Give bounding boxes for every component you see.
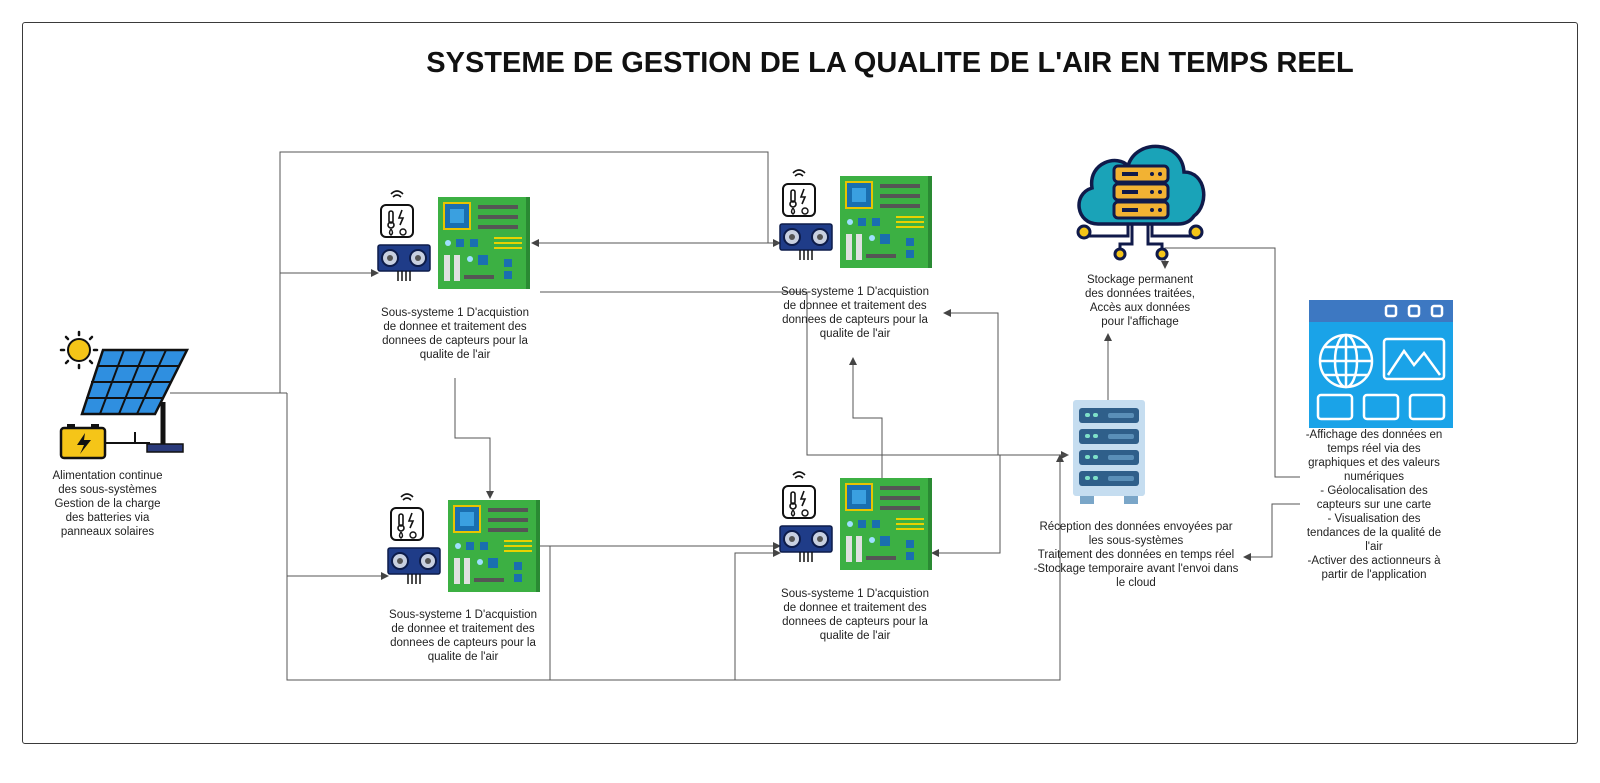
connector-tl-to-server bbox=[540, 291, 1069, 459]
connector-bottom-loop bbox=[286, 454, 1064, 681]
connector-app-to-server bbox=[1243, 503, 1300, 561]
server-rack-icon bbox=[1073, 400, 1145, 504]
diagram-frame bbox=[22, 22, 1578, 744]
sensor-board-icon bbox=[387, 493, 540, 592]
circuit-board bbox=[840, 478, 932, 570]
subsystem-top-left bbox=[377, 190, 538, 294]
power-label: Alimentation continue des sous-systèmes … bbox=[52, 470, 163, 538]
sensor-board-icon bbox=[779, 471, 932, 570]
cloud-server-icon bbox=[1076, 144, 1206, 261]
sensor-module bbox=[779, 471, 833, 562]
subsystem-bottom-right-label: Sous-systeme 1 D'acquistion de donnee et… bbox=[781, 588, 929, 642]
subsystem-top-right bbox=[779, 169, 940, 273]
connector-power-top-left bbox=[279, 269, 379, 290]
sensor-module bbox=[377, 190, 431, 281]
connector-bl-loop bbox=[549, 546, 780, 680]
circuit-board bbox=[448, 500, 540, 592]
connector-tl-to-bl bbox=[454, 378, 494, 499]
circuit-board bbox=[438, 197, 530, 289]
subsystem-bottom-left-label: Sous-systeme 1 D'acquistion de donnee et… bbox=[389, 609, 537, 663]
subsystem-bottom-left bbox=[387, 493, 548, 597]
subsystem-top-left-label: Sous-systeme 1 D'acquistion de donnee et… bbox=[381, 307, 529, 361]
sensor-module bbox=[387, 493, 441, 584]
connector-server-to-br bbox=[931, 455, 1001, 557]
subsystem-top-right-label: Sous-systeme 1 D'acquistion de donnee et… bbox=[781, 286, 929, 340]
diagram-title: SYSTEME DE GESTION DE LA QUALITE DE L'AI… bbox=[426, 47, 1354, 79]
app-label: -Affichage des données en temps réel via… bbox=[1305, 429, 1443, 581]
subsystem-bottom-right bbox=[779, 471, 940, 575]
connector-br-to-tr bbox=[849, 357, 883, 478]
sensor-module bbox=[779, 169, 833, 260]
circuit-board bbox=[840, 176, 932, 268]
cloud-label: Stockage permanent des données traitées,… bbox=[1085, 274, 1195, 328]
connector-server-to-tr bbox=[943, 309, 1068, 456]
server-label: Réception des données envoyées par les s… bbox=[1033, 521, 1239, 589]
web-app-window-icon bbox=[1309, 300, 1453, 428]
sensor-board-icon bbox=[377, 190, 530, 289]
connector-power-bottom-left bbox=[286, 393, 389, 580]
solar-panel-battery-icon bbox=[59, 330, 190, 460]
sensor-board-icon bbox=[779, 169, 932, 268]
